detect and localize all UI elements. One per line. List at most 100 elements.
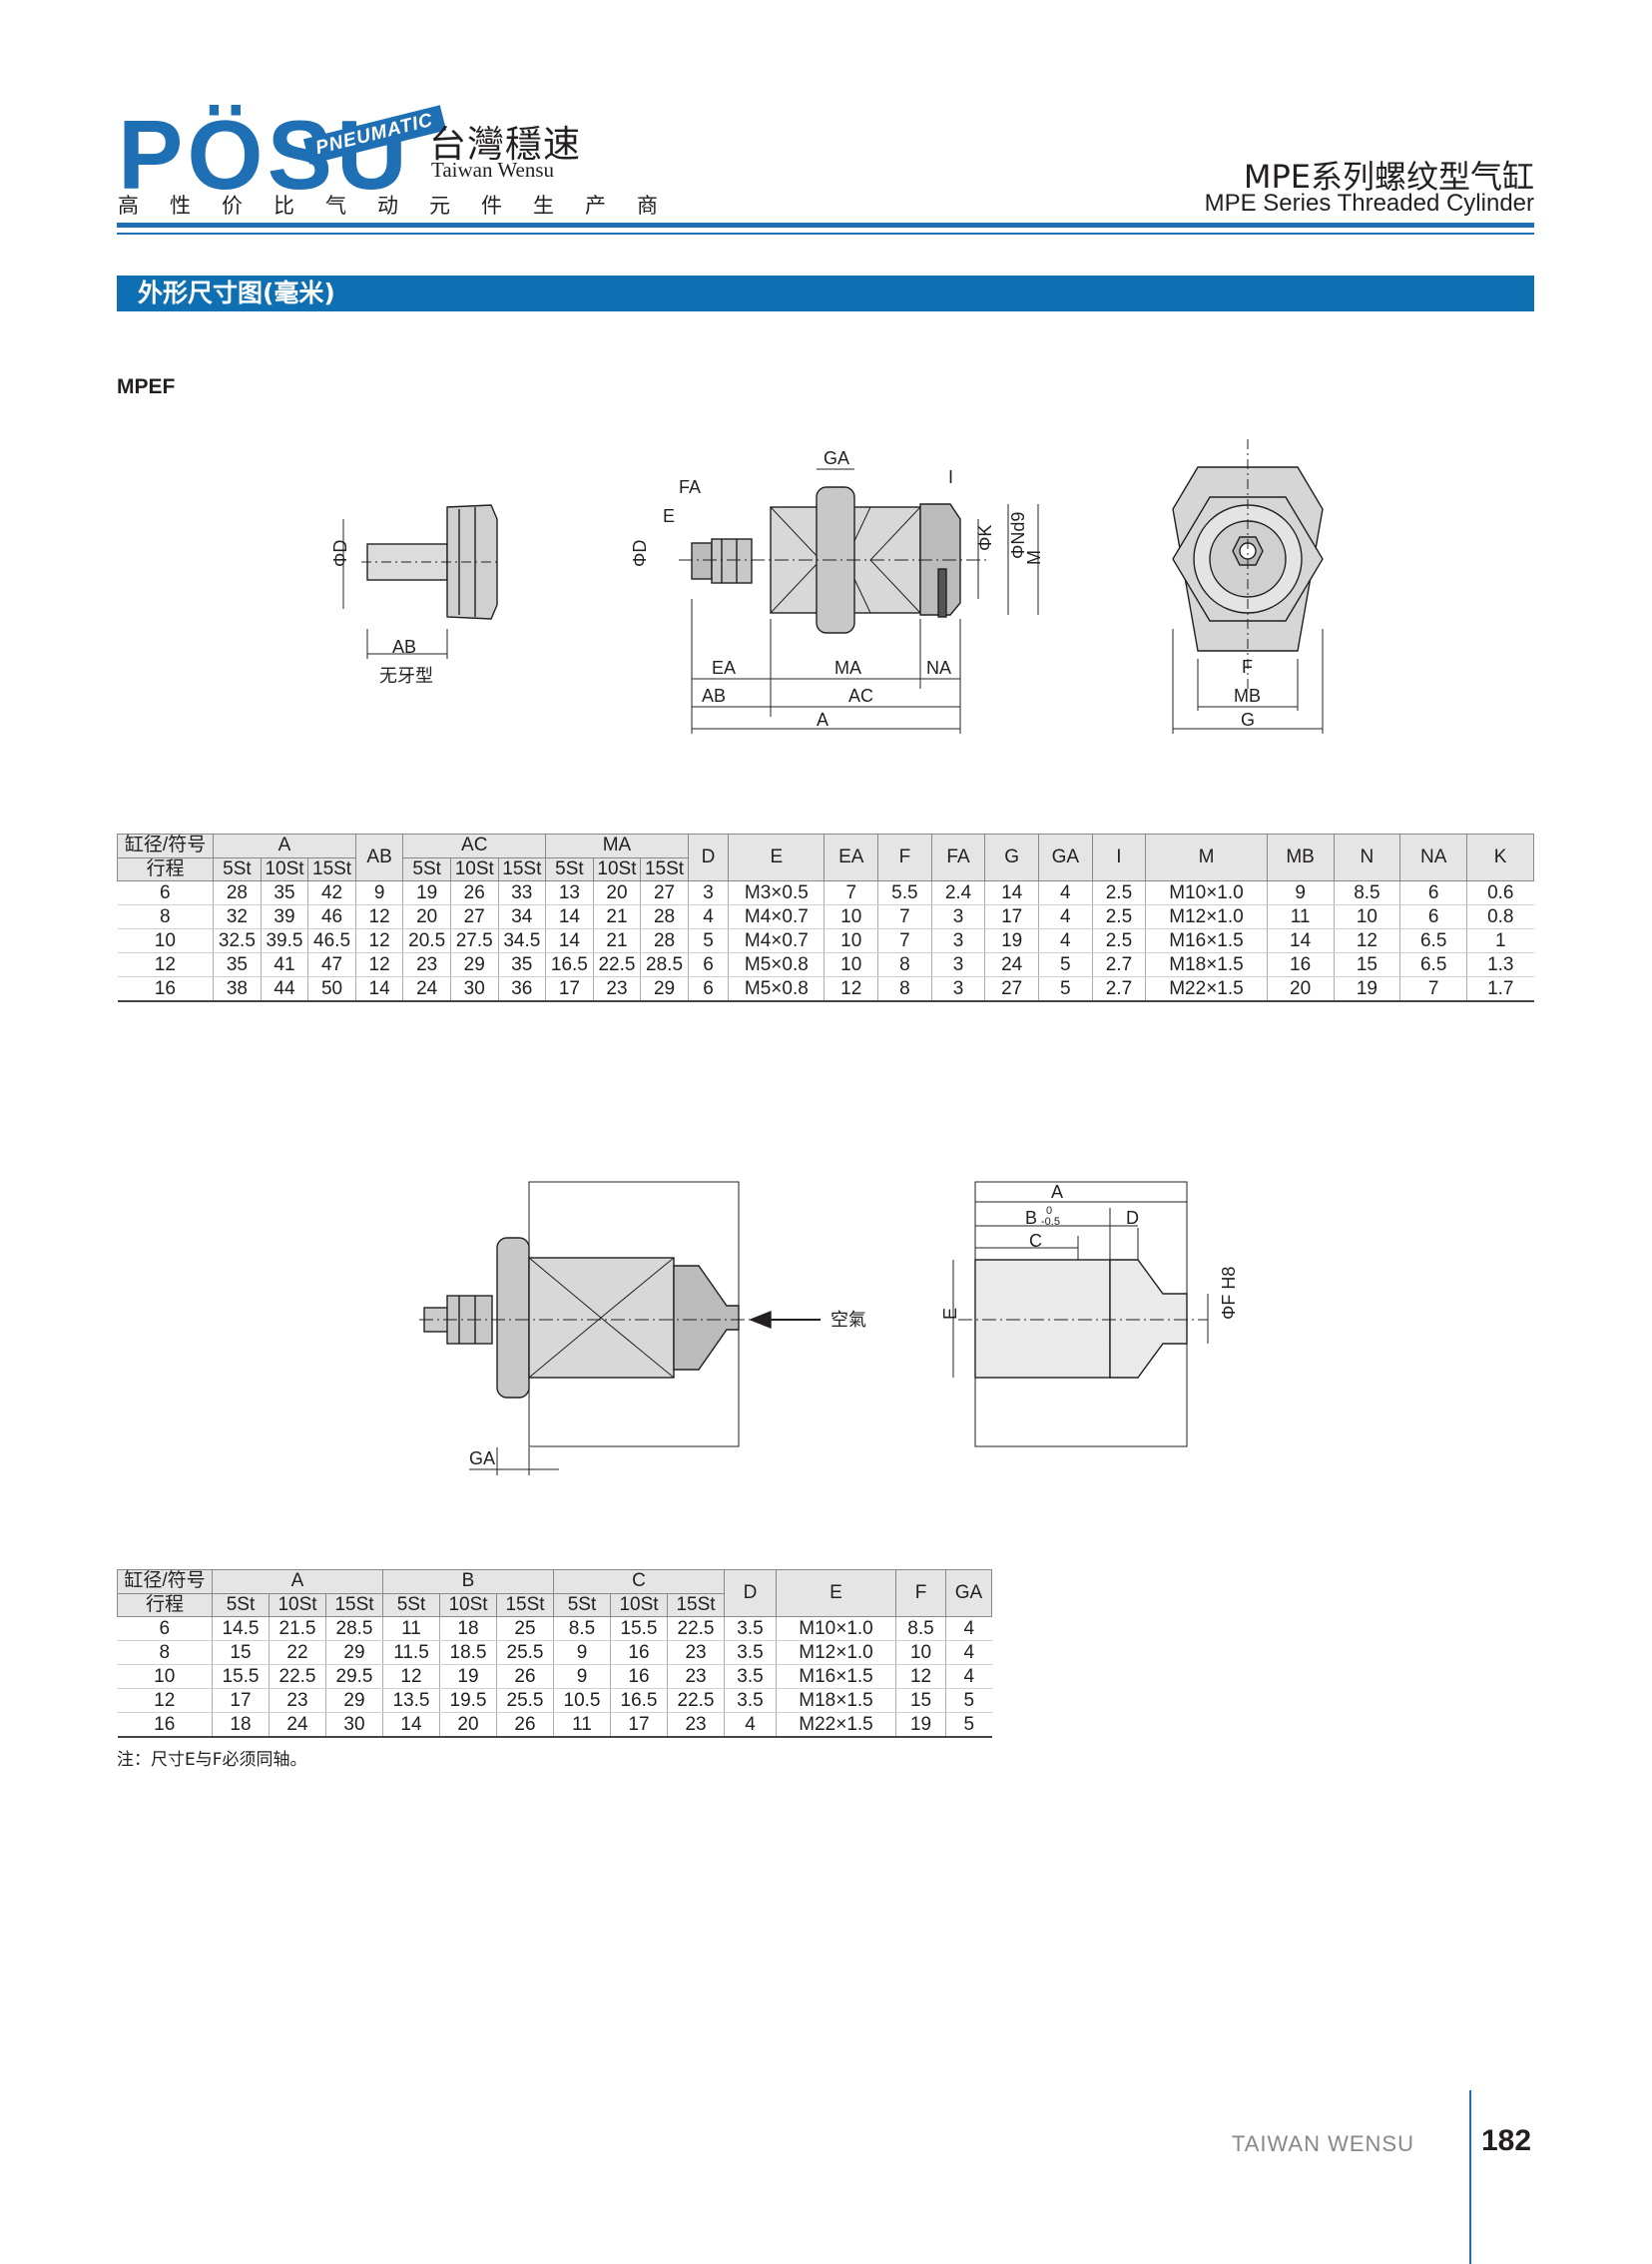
- table-cell: 27.5: [449, 928, 499, 953]
- table-cell: 28.5: [325, 1616, 383, 1641]
- stroke-header: 10St: [439, 1592, 497, 1617]
- table-cell: 27: [449, 904, 499, 929]
- table-cell: 24: [984, 952, 1039, 977]
- stroke-header: 5St: [545, 856, 594, 881]
- table-cell: 10.5: [553, 1688, 611, 1713]
- table-cell: 22.5: [592, 952, 641, 977]
- page-number: 182: [1481, 2124, 1532, 2157]
- table-cell: 20.5: [402, 928, 451, 953]
- bore-size-cell: 8: [117, 1640, 213, 1665]
- table-cell: 3.5: [724, 1688, 777, 1713]
- table-cell: 10: [824, 952, 878, 977]
- table-cell: 7: [877, 904, 932, 929]
- stroke-header: 15St: [666, 1592, 726, 1617]
- table-cell: 16: [610, 1640, 668, 1665]
- bore-size-cell: 6: [117, 1616, 213, 1641]
- table-cell: 25.5: [496, 1640, 554, 1665]
- table-cell: 39: [260, 904, 308, 929]
- col-header-f: F: [895, 1569, 947, 1617]
- table-cell: M22×1.5: [776, 1712, 896, 1738]
- table-cell: 12: [895, 1664, 946, 1689]
- table-cell: 42: [307, 880, 356, 905]
- table-cell: 6: [687, 952, 729, 977]
- stroke-header: 10St: [260, 856, 309, 881]
- table-cell: 7: [1399, 976, 1467, 1002]
- table-cell: 2.4: [930, 880, 985, 905]
- table-cell: 18: [212, 1712, 270, 1738]
- label-a: A: [817, 710, 828, 730]
- stroke-header: 15St: [497, 856, 547, 881]
- label-g: G: [1241, 710, 1255, 730]
- table-cell: 15.5: [610, 1616, 668, 1641]
- table-cell: 17: [212, 1688, 270, 1713]
- table-cell: 14: [382, 1712, 440, 1738]
- table-cell: 4: [724, 1712, 777, 1738]
- table-cell: 15.5: [212, 1664, 270, 1689]
- table-cell: 16: [1266, 952, 1334, 977]
- table-cell: 7: [824, 880, 878, 905]
- table-cell: 11: [382, 1616, 440, 1641]
- table-cell: 3.5: [724, 1616, 777, 1641]
- label-e: E: [663, 506, 675, 526]
- table-cell: 20: [402, 904, 451, 929]
- stroke-header: 10St: [610, 1592, 668, 1617]
- table-cell: 27: [640, 880, 689, 905]
- table-cell: 1: [1466, 928, 1534, 953]
- label-f: F: [1242, 657, 1253, 677]
- table-cell: 35: [213, 952, 262, 977]
- table-cell: 44: [260, 976, 308, 1002]
- label-d-2: D: [1126, 1208, 1139, 1228]
- label-phi-k: ΦK: [975, 525, 995, 551]
- spec-table-mounting: 缸径/符号 A B C D E F GA 行程 5St 10St 15St 5S…: [117, 1569, 993, 1738]
- table-cell: 15: [1333, 952, 1400, 977]
- label-ab-2: AB: [702, 686, 726, 706]
- table-cell: 0.6: [1466, 880, 1534, 905]
- table-cell: 3: [930, 904, 985, 929]
- stroke-header: 5St: [382, 1592, 440, 1617]
- table-cell: 21: [592, 904, 641, 929]
- table-cell: 6: [687, 976, 729, 1002]
- col-header-n: N: [1333, 834, 1401, 881]
- table-cell: 3: [930, 928, 985, 953]
- table-cell: 25.5: [496, 1688, 554, 1713]
- table-cell: 46.5: [307, 928, 356, 953]
- series-title-english: MPE Series Threaded Cylinder: [1204, 190, 1534, 217]
- table-cell: 23: [402, 952, 451, 977]
- table-cell: M5×0.8: [728, 976, 825, 1002]
- label-ga-2: GA: [469, 1448, 495, 1468]
- label-e-2: E: [940, 1308, 960, 1320]
- table-cell: 26: [449, 880, 499, 905]
- table-cell: 5: [687, 928, 729, 953]
- table-cell: 9: [1266, 880, 1334, 905]
- table-cell: 16.5: [610, 1688, 668, 1713]
- series-title-chinese: MPE系列螺纹型气缸: [1243, 158, 1534, 196]
- label-ga: GA: [824, 448, 849, 468]
- table-cell: 13: [545, 880, 594, 905]
- table-cell: 17: [984, 904, 1039, 929]
- stroke-header: 10St: [449, 856, 499, 881]
- bore-size-cell: 12: [117, 1688, 213, 1713]
- table-cell: 8: [877, 976, 932, 1002]
- stroke-header: 10St: [592, 856, 642, 881]
- model-label: MPEF: [117, 375, 176, 398]
- bore-size-cell: 12: [117, 952, 214, 977]
- table-cell: 20: [592, 880, 641, 905]
- table-cell: 7: [877, 928, 932, 953]
- table-cell: 5.5: [877, 880, 932, 905]
- table-cell: 30: [449, 976, 499, 1002]
- table-cell: 4: [1037, 880, 1093, 905]
- col-header-e: E: [776, 1569, 897, 1617]
- stroke-header: 5St: [212, 1592, 270, 1617]
- col-header-e: E: [728, 834, 826, 881]
- table-cell: 3: [687, 880, 729, 905]
- table-cell: 2.5: [1091, 880, 1146, 905]
- table-cell: 10: [1333, 904, 1400, 929]
- table-cell: 19: [402, 880, 451, 905]
- col-header-g: G: [984, 834, 1039, 881]
- label-b-lower-tol: -0.5: [1041, 1216, 1060, 1228]
- table-cell: M10×1.0: [1145, 880, 1268, 905]
- col-header-d: D: [724, 1569, 778, 1617]
- table-cell: 5: [945, 1712, 992, 1738]
